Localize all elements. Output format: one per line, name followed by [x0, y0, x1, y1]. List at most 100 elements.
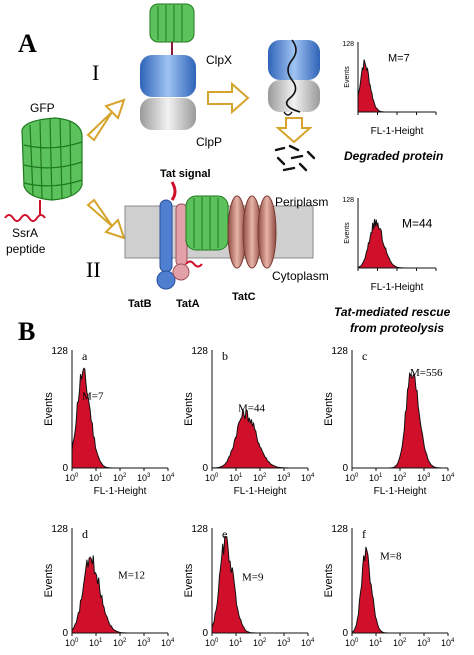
clpxp-unfolding-complex — [268, 39, 320, 172]
peptide-fragments-icon — [274, 144, 316, 172]
x-axis-title: FL-1-Height — [374, 486, 427, 497]
x-tick-label: 100 — [345, 638, 359, 648]
x-tick-label: 104 — [301, 473, 315, 483]
y-tick-128: 128 — [342, 197, 354, 204]
y-tick-128: 128 — [331, 346, 348, 357]
mean-value-label: M=12 — [118, 569, 145, 581]
y-tick-128: 128 — [331, 524, 348, 535]
tatb-label: TatB — [128, 298, 152, 310]
x-tick-label: 101 — [89, 473, 103, 483]
x-tick-label: 101 — [369, 473, 383, 483]
unfolding-arrow — [207, 81, 250, 115]
y-tick-128: 128 — [51, 346, 68, 357]
y-axis-title: Events — [43, 563, 55, 597]
y-axis-title: Events — [183, 392, 195, 426]
x-tick-label: 104 — [301, 638, 315, 648]
tatc-icon — [227, 195, 277, 269]
x-tick-label: 104 — [441, 473, 455, 483]
y-tick-0: 0 — [62, 628, 68, 639]
y-tick-0: 0 — [342, 628, 348, 639]
subpanel-letter: e — [222, 527, 227, 541]
mean-value-label: M=44 — [238, 402, 265, 414]
mean-value-label: M=7 — [82, 391, 104, 403]
histogram-fill — [211, 535, 308, 634]
x-tick-label: 102 — [253, 638, 267, 648]
mean-value-label: M=44 — [402, 216, 433, 230]
x-tick-label: 100 — [65, 473, 79, 483]
y-tick-128: 128 — [191, 524, 208, 535]
clpx-ring-icon — [140, 55, 196, 97]
x-axis-title: FL-1-Height — [371, 282, 424, 293]
x-tick-label: 102 — [113, 473, 127, 483]
gfp-ssra-construct: GFP SsrA peptide — [4, 101, 83, 256]
tat-rescue-caption-line2: from proteolysis — [350, 321, 444, 335]
ssra-label-line2: peptide — [6, 242, 46, 256]
y-tick-0: 0 — [62, 463, 68, 474]
panel-a-label: A — [18, 29, 37, 58]
x-tick-label: 103 — [137, 638, 151, 648]
x-tick-label: 100 — [205, 638, 219, 648]
route-i-arrow — [86, 98, 126, 142]
x-tick-label: 101 — [229, 638, 243, 648]
x-tick-label: 100 — [205, 473, 219, 483]
cytoplasm-label: Cytoplasm — [272, 269, 329, 283]
y-tick-0: 0 — [202, 463, 208, 474]
mean-value-label: M=9 — [242, 572, 264, 584]
gfp-barrel-icon — [21, 117, 83, 201]
ssra-peptide-icon — [4, 214, 46, 222]
x-tick-label: 104 — [161, 638, 175, 648]
tat-signal-label: Tat signal — [160, 168, 211, 180]
subpanel-letter: c — [362, 349, 367, 363]
periplasm-label: Periplasm — [275, 195, 328, 209]
y-axis-title: Events — [323, 563, 335, 597]
mean-value-label: M=7 — [388, 53, 410, 65]
panel-b-label: B — [18, 317, 35, 346]
histogram-fill — [211, 408, 308, 469]
x-tick-label: 103 — [277, 473, 291, 483]
x-tick-label: 101 — [89, 638, 103, 648]
y-axis-title: Events — [183, 563, 195, 597]
x-axis-title: FL-1-Height — [94, 486, 147, 497]
x-axis-title: FL-1-Height — [234, 486, 287, 497]
x-tick-label: 101 — [369, 638, 383, 648]
x-tick-label: 104 — [161, 473, 175, 483]
subpanel-letter: b — [222, 349, 228, 363]
degradation-arrow — [275, 117, 313, 144]
subpanel-letter: d — [82, 527, 88, 541]
route-ii-label: II — [86, 257, 101, 282]
y-tick-128: 128 — [191, 346, 208, 357]
route-i-label: I — [92, 60, 99, 85]
tat-rescue-caption-line1: Tat-mediated rescue — [334, 305, 451, 319]
y-axis-title: Events — [43, 392, 55, 426]
clpxp-complex-with-substrate: ClpX ClpP — [140, 3, 232, 149]
gfp-label: GFP — [30, 101, 55, 115]
translocating-gfp-icon — [185, 195, 229, 251]
x-tick-label: 103 — [417, 473, 431, 483]
route-ii-arrow — [86, 198, 126, 240]
subpanel-letter: f — [362, 527, 366, 541]
tata-label: TatA — [176, 298, 200, 310]
mean-value-label: M=556 — [410, 367, 443, 379]
x-tick-label: 104 — [441, 638, 455, 648]
y-axis-title: Events — [344, 66, 351, 88]
y-tick-0: 0 — [342, 463, 348, 474]
histogram-fill — [357, 59, 436, 113]
x-axis-title: FL-1-Height — [371, 126, 424, 137]
ssra-label-line1: SsrA — [12, 226, 38, 240]
x-tick-label: 102 — [393, 638, 407, 648]
x-tick-label: 100 — [345, 473, 359, 483]
degraded-protein-caption: Degraded protein — [344, 149, 443, 163]
x-tick-label: 102 — [253, 473, 267, 483]
x-tick-label: 103 — [137, 473, 151, 483]
x-tick-label: 102 — [393, 473, 407, 483]
tatc-label: TatC — [232, 291, 256, 303]
y-tick-128: 128 — [342, 41, 354, 48]
y-tick-128: 128 — [51, 524, 68, 535]
gfp-substrate-icon — [149, 3, 195, 43]
